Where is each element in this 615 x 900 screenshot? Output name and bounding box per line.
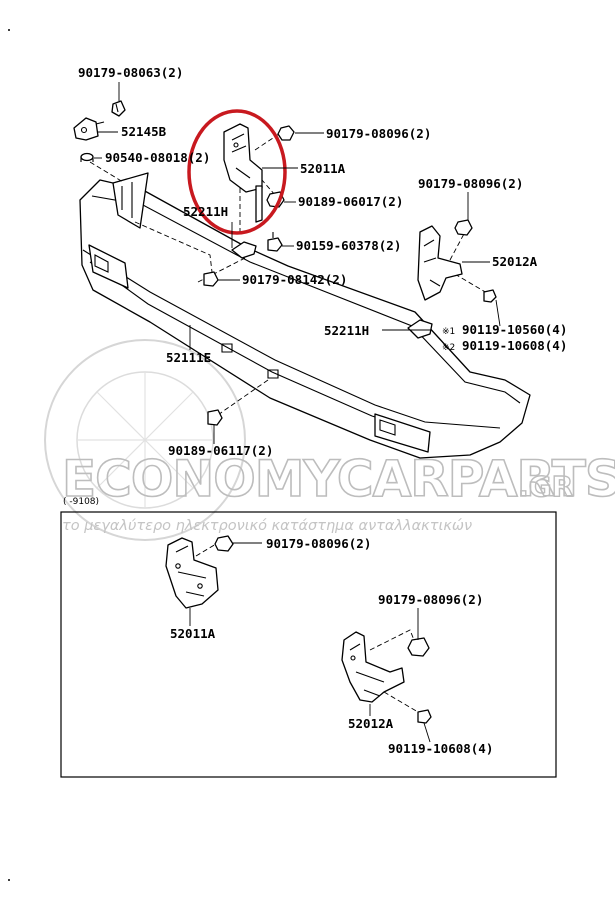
watermark-tagline: το μεγαλύτερο ηλεκτρονικό κατάστημα αντα…	[62, 518, 472, 534]
stay-52211h-right	[407, 319, 433, 339]
nut-90179-08096-right	[454, 219, 473, 236]
label-bolt-top: 90179-08063(2)	[78, 65, 183, 80]
label-note1-part: 90119-10560(4)	[462, 322, 567, 337]
label-90189-upper: 90189-06017(2)	[298, 194, 403, 209]
label-52011a: 52011A	[300, 161, 346, 176]
label-52111e: 52111E	[166, 350, 211, 365]
label-52211h-right: 52211H	[324, 323, 369, 338]
inset-range: ( -9108)	[63, 497, 99, 507]
label-90179-08142: 90179-08142(2)	[242, 272, 347, 287]
watermark-domain: .GR	[518, 470, 573, 503]
page-mark-top	[8, 29, 10, 31]
inset-label-nut-left: 90179-08096(2)	[266, 536, 371, 551]
leader-lines	[94, 82, 501, 444]
inset-bracket-52011a	[165, 537, 219, 609]
label-note1-mark: ※1	[442, 327, 455, 337]
stay-52211h-left-upper	[255, 185, 263, 223]
watermark: ECONOMYCARPARTS .GR το μεγαλύτερο ηλεκτρ…	[44, 339, 615, 541]
nut-90179-08096-upper	[277, 125, 295, 141]
highlight-circle	[187, 109, 287, 235]
label-52012a: 52012A	[492, 254, 538, 269]
label-90540: 90540-08018(2)	[105, 150, 210, 165]
inset-border	[60, 511, 557, 778]
inset-label-52012a: 52012A	[348, 716, 394, 731]
inset-label-nut-right: 90179-08096(2)	[378, 592, 483, 607]
inset-nut-left	[214, 535, 234, 552]
label-note2-part: 90119-10608(4)	[462, 338, 567, 353]
washer-90540-08018	[80, 152, 94, 162]
label-52211h-left: 52211H	[183, 204, 228, 219]
bracket-52145b	[73, 117, 105, 141]
inset-nut-right	[407, 637, 430, 657]
bumper-right-cutout	[374, 413, 431, 453]
inset-bolt	[417, 709, 432, 724]
inset-panel: ( -9108) 90179-	[60, 497, 557, 778]
bolt-90119-right	[483, 289, 497, 303]
nut-90179-08142	[203, 271, 219, 287]
bolt-90159-60378	[267, 232, 283, 252]
label-90189-lower: 90189-06117(2)	[168, 443, 273, 458]
inset-bracket-52012a	[341, 631, 405, 703]
bracket-52011a	[223, 123, 263, 193]
inset-label-52011a: 52011A	[170, 626, 216, 641]
inset-label-bolt: 90119-10608(4)	[388, 741, 493, 756]
label-nut-upper-right: 90179-08096(2)	[418, 176, 523, 191]
bumper-52111e	[79, 172, 531, 459]
watermark-wheel-outer	[44, 339, 246, 541]
label-90159: 90159-60378(2)	[296, 238, 401, 253]
label-nut-upper-center: 90179-08096(2)	[326, 126, 431, 141]
label-note2-mark: ※2	[442, 343, 455, 353]
nut-90189-06117	[207, 409, 223, 426]
stay-52211h-left	[231, 241, 257, 259]
watermark-brand: ECONOMYCARPARTS	[62, 450, 615, 508]
watermark-wheel-spokes	[77, 372, 213, 508]
page-mark-bottom	[8, 879, 10, 881]
label-52145b: 52145B	[121, 124, 167, 139]
bracket-52012a	[417, 225, 463, 301]
nut-90179-08063	[111, 100, 126, 117]
